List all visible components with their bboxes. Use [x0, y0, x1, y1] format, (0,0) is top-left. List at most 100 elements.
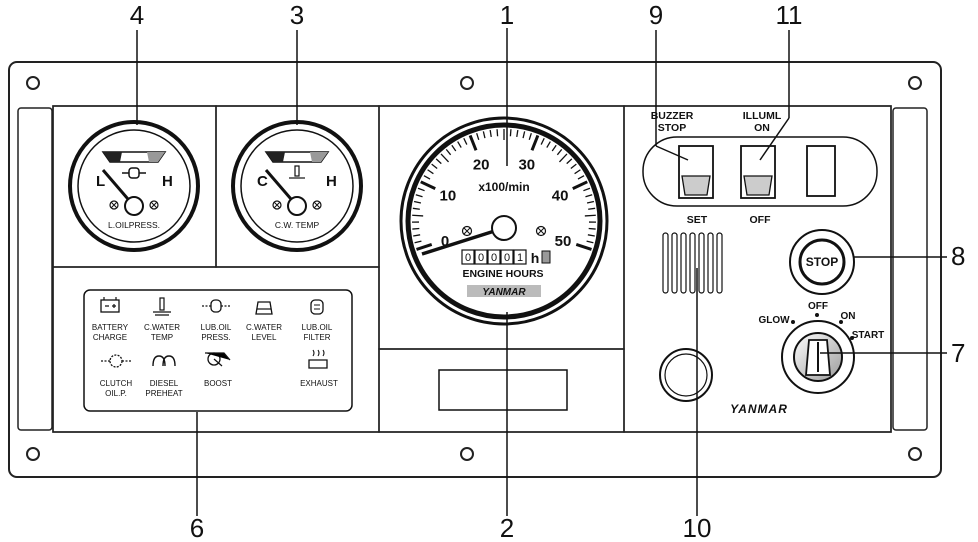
hour-unit: h [531, 250, 540, 266]
blank-switch-plug [806, 145, 836, 197]
tachometer-tick-label: 20 [473, 156, 490, 173]
oil-pressure-gauge: L H L.OILPRESS. [68, 120, 200, 252]
tachometer-tick [440, 153, 450, 163]
tachometer-tick [423, 175, 431, 180]
callout-6: 6 [190, 513, 204, 542]
tachometer-tick [476, 132, 480, 141]
tachometer-tick [445, 148, 452, 156]
tachometer-tick [415, 194, 423, 198]
tachometer-tick-label: 0 [441, 233, 449, 250]
oil-gauge-low-label: L [96, 173, 105, 190]
hour-digit: 0 [478, 252, 484, 264]
callout-2: 2 [500, 513, 514, 542]
tachometer-screw-icon [535, 225, 547, 237]
battery-icon [100, 297, 120, 313]
tachometer-tick-label: 10 [440, 188, 457, 205]
battery-charge-label-2: CHARGE [93, 333, 127, 342]
tachometer-tick [451, 144, 457, 152]
water-gauge-high-label: H [326, 173, 337, 190]
preheat-lamp-label-2: PREHEAT [145, 389, 182, 398]
key-off-label: OFF [808, 301, 828, 312]
warning-lamp-panel: BATTERY CHARGE C.WATER TEMP LUB.OIL PRES… [83, 289, 353, 412]
tachometer-tick [575, 243, 592, 251]
tachometer-tick [574, 169, 581, 175]
water-temp-gauge: C H C.W. TEMP [231, 120, 363, 252]
tachometer-tick [530, 134, 540, 151]
preheat-lamp-label: DIESEL [150, 379, 179, 388]
tachometer-tick [570, 163, 577, 169]
tachometer-tick [482, 131, 486, 139]
callout-7: 7 [951, 338, 965, 368]
tachometer-tick [566, 158, 573, 165]
buzzer-set-label: SET [687, 214, 708, 226]
tachometer-tick [556, 148, 563, 156]
mounting-screw-icon [26, 76, 40, 90]
stop-button[interactable]: STOP [789, 229, 855, 295]
water-level-lamp-label: C.WATER [246, 323, 282, 332]
exhaust-lamp-label: EXHAUST [300, 379, 338, 388]
yanmar-logo: YANMAR [730, 402, 788, 416]
tachometer-tick [509, 129, 512, 137]
buzzer-stop-switch[interactable] [678, 145, 714, 199]
callout-9: 9 [649, 0, 663, 30]
mounting-screw-icon [460, 76, 474, 90]
switch-module: BUZZER STOP ILLUML ON SET OFF [642, 110, 878, 226]
thermometer-icon [289, 165, 305, 179]
key-start-label: START [852, 330, 885, 341]
illumination-switch[interactable] [740, 145, 776, 199]
oil-can-icon [202, 299, 230, 313]
gauge-screw-icon [109, 200, 119, 210]
key-switch[interactable]: GLOW OFF ON START [758, 301, 885, 394]
water-gauge-low-label: C [257, 173, 268, 190]
clutch-lamp-label-2: OIL.P. [105, 389, 127, 398]
callout-1: 1 [500, 0, 514, 30]
illum-off-label: OFF [750, 214, 772, 226]
oil-filter-lamp-label-2: FILTER [304, 333, 331, 342]
tachometer-tick [413, 200, 422, 204]
water-gauge-label: C.W. TEMP [275, 220, 320, 230]
engine-hours-label: ENGINE HOURS [462, 268, 543, 280]
battery-charge-label: BATTERY [92, 323, 129, 332]
callout-4: 4 [130, 0, 144, 30]
tachometer-tick [546, 141, 551, 148]
tachometer-tick [577, 175, 585, 180]
callout-10: 10 [683, 513, 712, 542]
tachometer-tick [558, 153, 568, 163]
tachometer-tick-label: 30 [518, 156, 535, 173]
clutch-lamp-label: CLUTCH [100, 379, 133, 388]
water-temp-lamp-label: C.WATER [144, 323, 180, 332]
gauge-screw-icon [149, 200, 159, 210]
tachometer-tick [414, 240, 422, 244]
tachometer-tick [583, 187, 591, 192]
tachometer-tick [489, 129, 492, 138]
buzzer-stop-label-2: STOP [658, 122, 686, 134]
tachometer-tick [588, 227, 596, 230]
tachometer-tick [586, 240, 594, 244]
illum-on-label-2: ON [754, 122, 770, 134]
callout-8: 8 [951, 241, 965, 271]
tachometer-tick [420, 180, 436, 190]
tachometer-tick-label: 40 [552, 188, 569, 205]
tachometer-tick [522, 131, 526, 139]
tachometer-tick [427, 169, 434, 175]
mounting-screw-icon [26, 447, 40, 461]
tachometer-tick [585, 194, 593, 198]
tachometer-screw-icon [461, 225, 473, 237]
thermometer-icon [153, 297, 171, 316]
hour-digit: 0 [465, 252, 471, 264]
tachometer-tick [416, 243, 433, 251]
tachometer-tick [540, 137, 545, 145]
turbo-icon [205, 352, 231, 367]
tachometer-tick [431, 163, 438, 169]
boost-lamp-label: BOOST [204, 379, 232, 388]
oil-gauge-high-label: H [162, 173, 173, 190]
stop-button-label: STOP [806, 255, 838, 269]
exhaust-icon [308, 349, 328, 369]
tachometer-logo: YANMAR [467, 285, 541, 298]
tachometer-tick [551, 144, 557, 152]
tachometer-unit: x100/min [478, 180, 529, 194]
oil-can-icon [122, 167, 146, 179]
hour-digit: 0 [491, 252, 497, 264]
